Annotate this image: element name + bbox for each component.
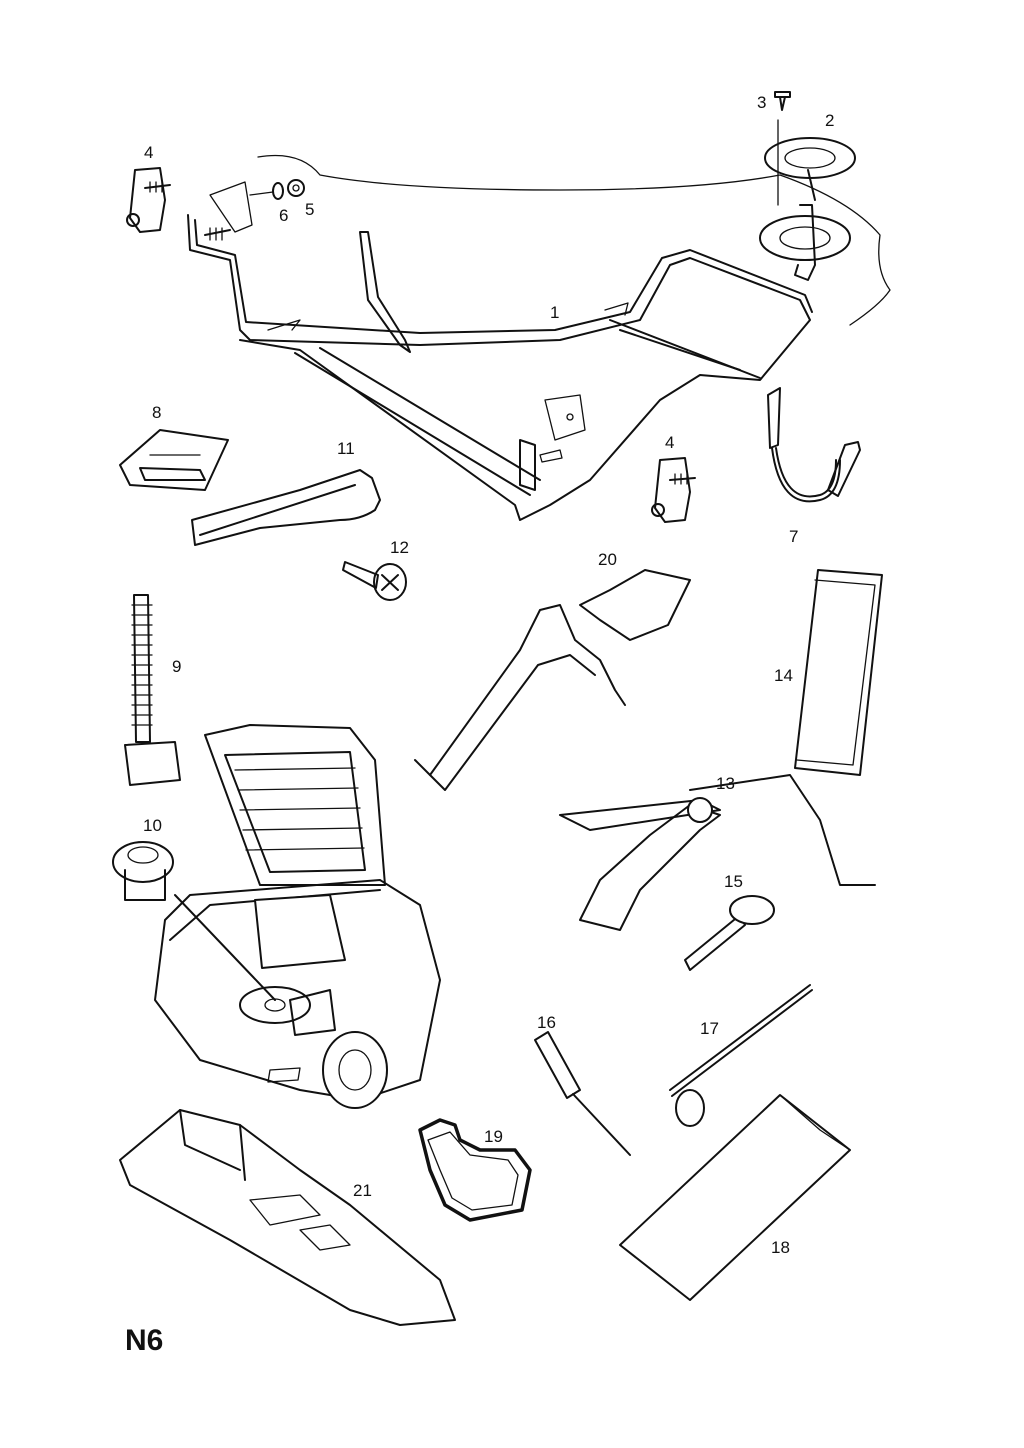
page-code: N6	[125, 1324, 163, 1357]
callout-17: 17	[700, 1019, 719, 1038]
callout-6: 6	[279, 206, 288, 225]
callout-18: 18	[771, 1238, 790, 1257]
part-20-wrench	[414, 569, 691, 791]
part-21-tray	[119, 1109, 456, 1326]
part-4-bracket-left	[126, 167, 171, 233]
part-17-rod	[669, 984, 813, 1127]
part-18-pouch	[619, 1094, 851, 1301]
callout-3: 3	[757, 93, 766, 112]
callout-5: 5	[305, 200, 314, 219]
callout-8: 8	[152, 403, 161, 422]
callout-4-left: 4	[144, 143, 153, 162]
callout-21: 21	[353, 1181, 372, 1200]
callout-15: 15	[724, 872, 743, 891]
part-4-bracket-right	[651, 457, 696, 523]
bracket-plate-small	[204, 181, 253, 241]
part-15-bolt	[684, 895, 775, 971]
callout-2: 2	[825, 111, 834, 130]
part-11-strip	[191, 469, 381, 546]
part-9-spindle	[124, 594, 181, 786]
part-13-jack	[559, 774, 876, 931]
callout-11: 11	[337, 439, 355, 458]
callout-4-right: 4	[665, 433, 674, 452]
part-14-bag	[794, 569, 883, 776]
part-7-strap	[767, 387, 861, 503]
callout-20: 20	[598, 550, 617, 569]
part-10-nut	[112, 841, 174, 901]
part-3-screw	[774, 91, 791, 111]
callout-19: 19	[484, 1127, 503, 1146]
part-12-screw	[342, 561, 407, 601]
part-8-cover	[119, 429, 229, 491]
callout-1: 1	[550, 303, 559, 322]
callout-7: 7	[789, 527, 798, 546]
part-19-ring	[418, 1118, 532, 1222]
callout-9: 9	[172, 657, 181, 676]
callout-13: 13	[716, 774, 735, 793]
part-1-frame	[187, 154, 891, 521]
part-2-mounting-stud	[759, 119, 856, 281]
callout-16: 16	[537, 1013, 556, 1032]
callout-10: 10	[143, 816, 162, 835]
part-16-screwdriver	[534, 1031, 631, 1156]
part-5-nut	[287, 179, 305, 197]
part-6-washer	[249, 182, 284, 200]
car-illustration	[154, 724, 441, 1109]
callout-12: 12	[390, 538, 409, 557]
callout-14: 14	[774, 666, 793, 685]
